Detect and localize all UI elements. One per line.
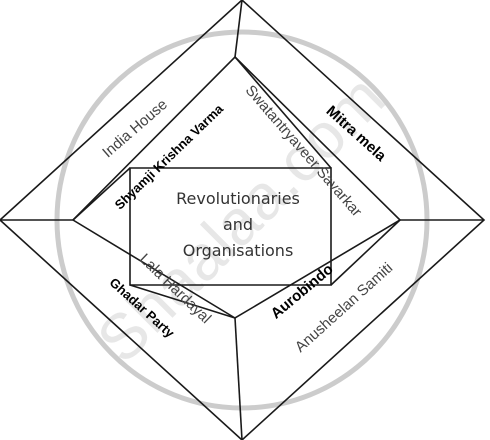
connector-bottom: [234, 317, 243, 440]
center-line-2: and: [223, 215, 253, 234]
center-line-1: Revolutionaries: [176, 189, 300, 208]
diag-top-right: [234, 56, 332, 169]
diag-bottom-right: [330, 219, 401, 286]
diag-top-left: [72, 167, 131, 221]
label-india-house: India House: [99, 96, 171, 161]
center-line-3: Organisations: [183, 241, 294, 260]
connector-top: [234, 0, 243, 58]
diag-bottom-left: [129, 284, 236, 319]
